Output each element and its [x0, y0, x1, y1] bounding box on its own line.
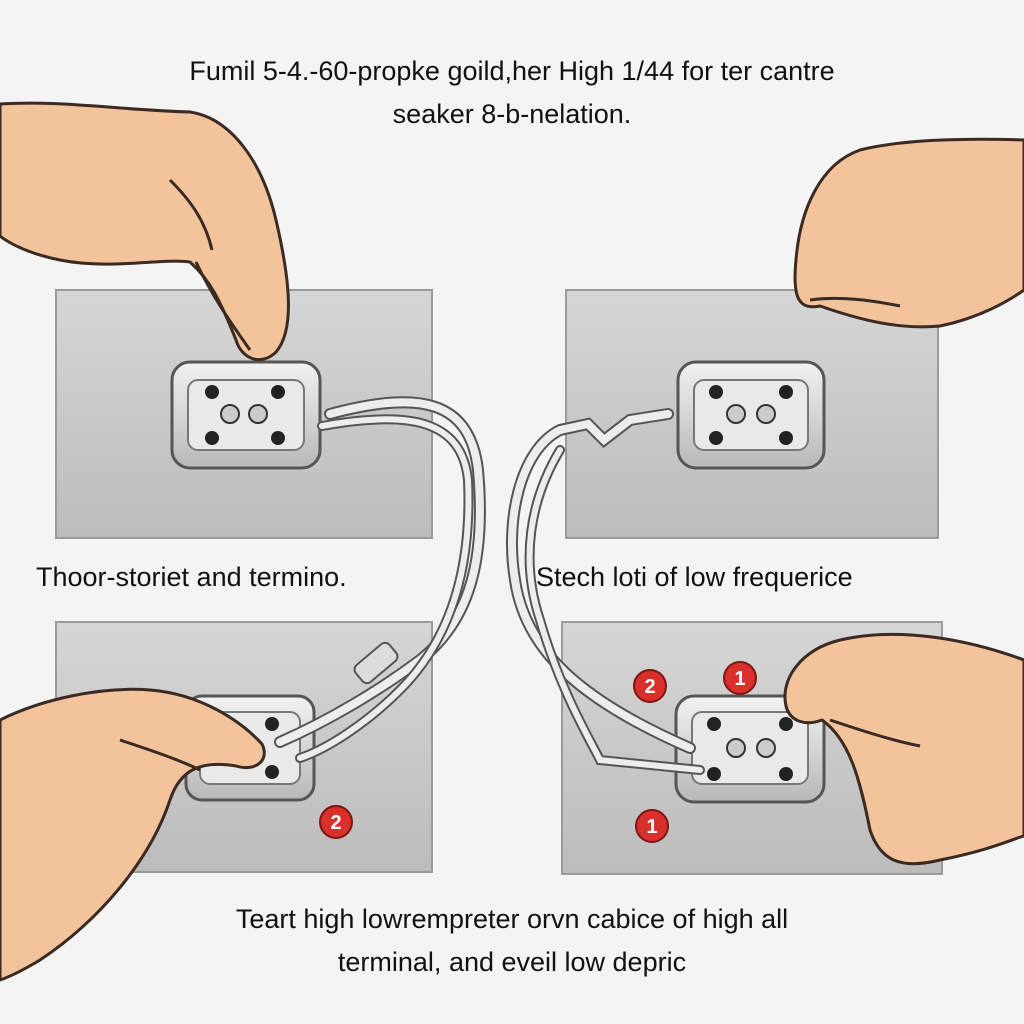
marker-label: 1 — [734, 668, 745, 690]
terminal-block-icon — [170, 360, 322, 470]
marker-label: 2 — [330, 812, 341, 834]
diagram-title: Fumil 5-4.-60-propke goild,her High 1/44… — [0, 50, 1024, 136]
bottom-caption: Teart high lowrempreter orvn cabice of h… — [0, 898, 1024, 984]
hand-icon — [783, 632, 1024, 866]
bottom-caption-line-1: Teart high lowrempreter orvn cabice of h… — [235, 904, 789, 934]
number-marker-icon: 1 — [723, 661, 757, 695]
terminal-block-icon — [674, 694, 826, 804]
title-line-2: seaker 8-b-nelation. — [392, 99, 632, 130]
hand-icon — [0, 101, 290, 362]
hand-icon — [0, 687, 266, 982]
number-marker-icon: 1 — [635, 809, 669, 843]
bottom-caption-line-2: terminal, and eveil low depric — [337, 947, 687, 978]
number-marker-icon: 2 — [319, 805, 353, 839]
cable-icon — [274, 396, 705, 775]
marker-label: 2 — [644, 676, 655, 698]
terminal-block-icon — [676, 360, 826, 470]
marker-label: 1 — [646, 816, 657, 838]
title-line-1: Fumil 5-4.-60-propke goild,her High 1/44… — [189, 56, 835, 86]
number-marker-icon: 2 — [633, 669, 667, 703]
panel-label-top-right: Stech loti of low frequerice — [536, 562, 853, 592]
hand-icon — [793, 137, 1024, 329]
panel-label-top-left: Thoor-storiet and termino. — [36, 562, 347, 592]
